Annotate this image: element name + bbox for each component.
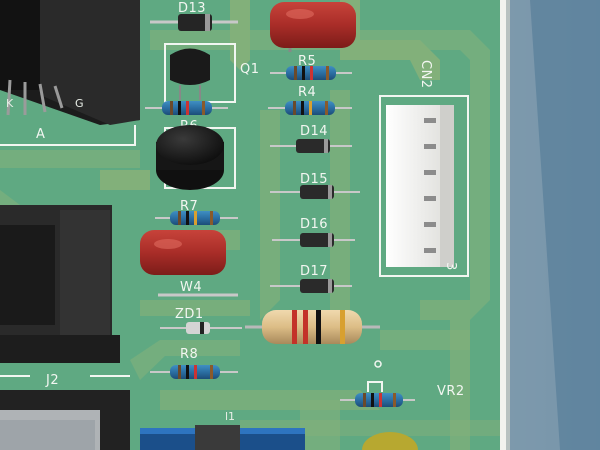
diode-d15 <box>270 185 360 199</box>
label-l1: l1 <box>225 410 235 423</box>
top-left-relay <box>0 0 140 125</box>
diode-d13 <box>150 14 238 31</box>
zener-zd1 <box>160 322 242 334</box>
resistor-r6 <box>145 101 228 115</box>
transistor-q1 <box>170 48 210 100</box>
left-transformer <box>0 205 120 363</box>
bottom-component <box>140 425 305 450</box>
yellow-capacitor <box>362 432 418 450</box>
resistor-vr2 <box>340 393 415 407</box>
label-g: G <box>75 97 84 110</box>
label-d17: D17 <box>300 264 328 279</box>
label-zd1: ZD1 <box>175 307 204 322</box>
label-j2: J2 <box>45 373 59 388</box>
power-resistor <box>245 310 380 344</box>
label-r8: R8 <box>180 347 198 362</box>
capacitor-middle <box>140 230 226 275</box>
label-r7: R7 <box>180 199 198 214</box>
resistor-r7 <box>155 211 238 225</box>
label-d13: D13 <box>178 1 206 16</box>
connector-cn2 <box>386 105 454 267</box>
label-d16: D16 <box>300 217 328 232</box>
resistor-r8 <box>150 365 238 379</box>
cn2-outline <box>379 95 469 277</box>
label-cn2-pin3: 3 <box>443 262 458 271</box>
label-r5: R5 <box>298 54 316 69</box>
capacitor-top <box>270 2 356 52</box>
resistor-r4 <box>268 101 352 115</box>
diode-d14 <box>270 139 352 153</box>
diode-d17 <box>270 279 352 293</box>
label-a: A <box>36 127 45 142</box>
label-w4: W4 <box>180 280 202 295</box>
label-vr2: VR2 <box>437 384 465 399</box>
label-q1: Q1 <box>240 62 260 77</box>
label-k: K <box>6 97 14 110</box>
resistor-r5 <box>270 66 352 80</box>
round-relay <box>156 125 224 190</box>
label-cn2: CN2 <box>418 60 433 89</box>
diode-d16 <box>272 233 355 247</box>
bottom-left-connector <box>0 390 130 450</box>
label-r4: R4 <box>298 85 316 100</box>
label-d15: D15 <box>300 172 328 187</box>
label-d14: D14 <box>300 124 328 139</box>
